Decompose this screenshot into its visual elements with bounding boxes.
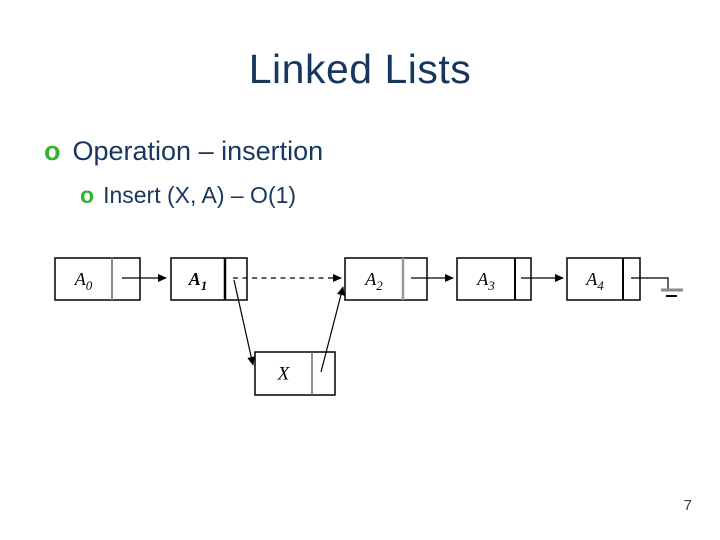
node-label: X bbox=[277, 364, 291, 385]
bullet-marker-icon: o bbox=[44, 136, 61, 166]
arrow-x-to-a2 bbox=[320, 286, 345, 373]
node-X: X bbox=[254, 351, 336, 396]
node-A4: A4 bbox=[566, 257, 641, 301]
bullet-marker-icon: o bbox=[80, 182, 95, 208]
node-A2: A2 bbox=[344, 257, 428, 301]
bullet-text: Operation – insertion bbox=[72, 136, 324, 166]
node-A1: A1 bbox=[170, 257, 248, 301]
node-label: A2 bbox=[364, 269, 383, 293]
node-A3: A3 bbox=[456, 257, 532, 301]
page-number: 7 bbox=[683, 497, 692, 514]
bullet-insert-x-a: o Insert (X, A) – O(1) bbox=[80, 182, 296, 209]
node-label: A3 bbox=[476, 269, 495, 293]
null-terminator-icon bbox=[631, 277, 683, 297]
bullet-operation-insertion: o Operation – insertion bbox=[44, 136, 323, 167]
node-label: A0 bbox=[74, 269, 93, 293]
node-label: A1 bbox=[188, 269, 208, 293]
arrow-a1-to-x bbox=[233, 279, 256, 366]
node-label: A4 bbox=[585, 269, 604, 293]
node-A0: A0 bbox=[54, 257, 141, 301]
slide-title: Linked Lists bbox=[248, 46, 472, 92]
bullet-text: Insert (X, A) – O(1) bbox=[103, 182, 297, 208]
